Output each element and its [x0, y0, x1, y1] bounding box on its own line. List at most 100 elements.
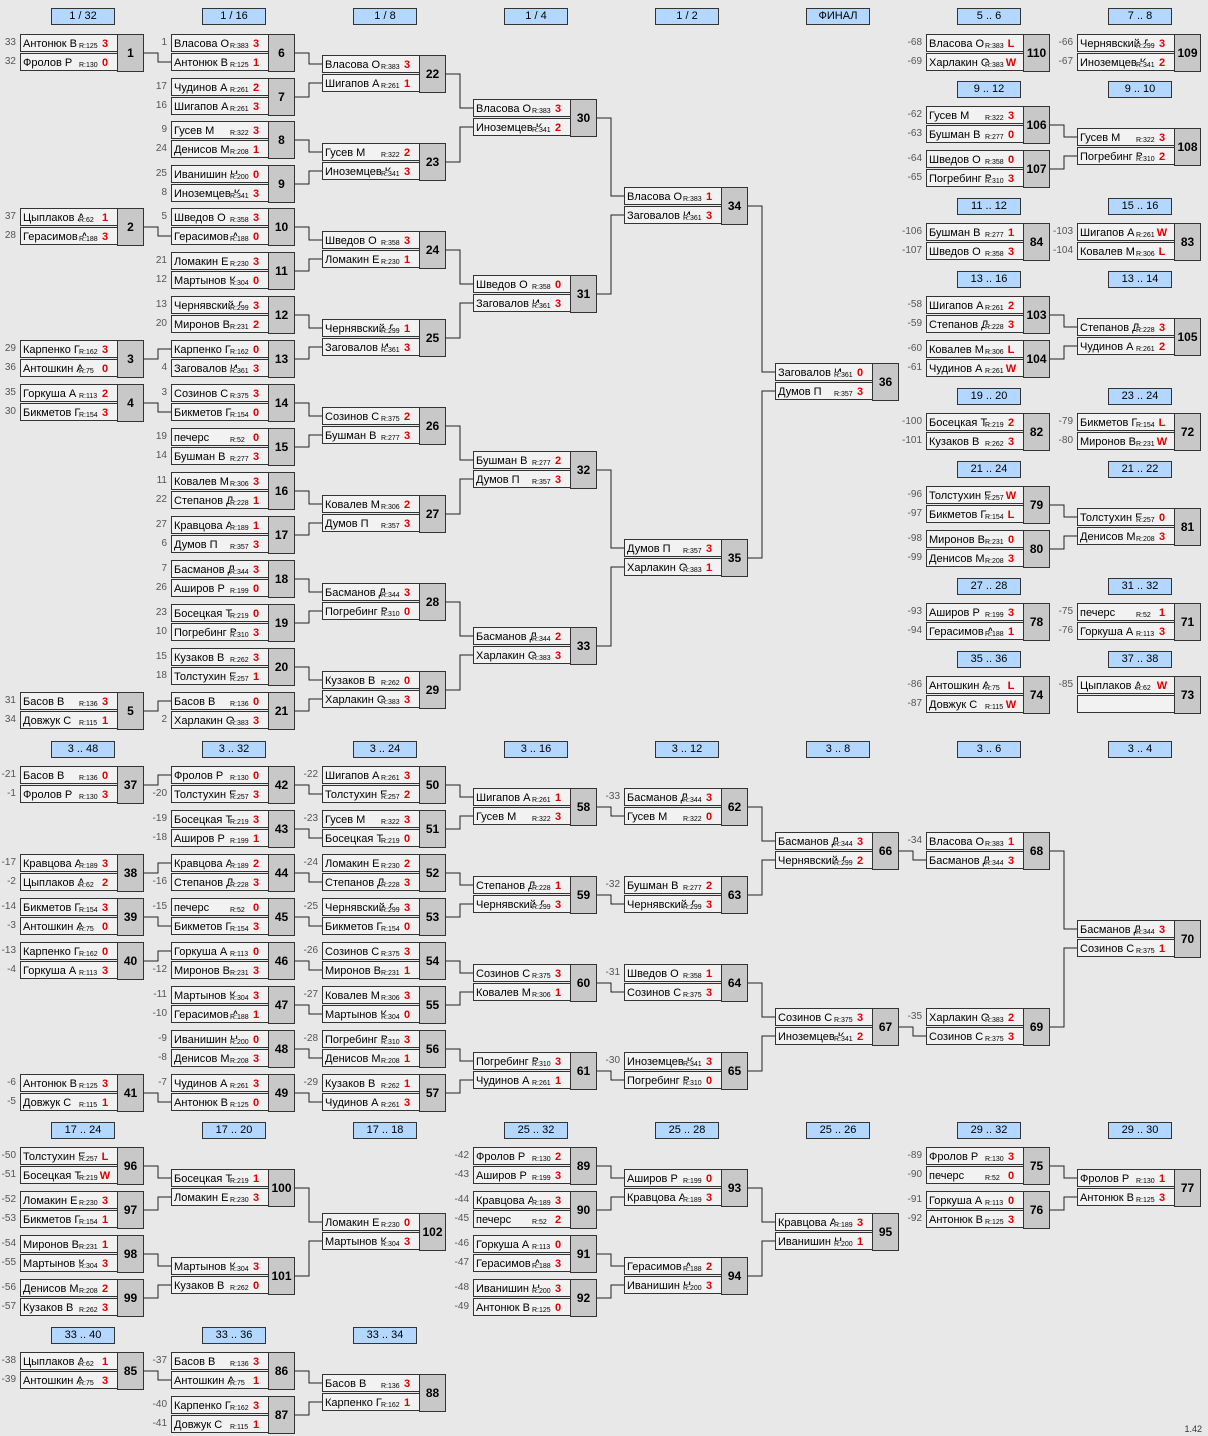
player-row[interactable]	[1077, 695, 1175, 713]
